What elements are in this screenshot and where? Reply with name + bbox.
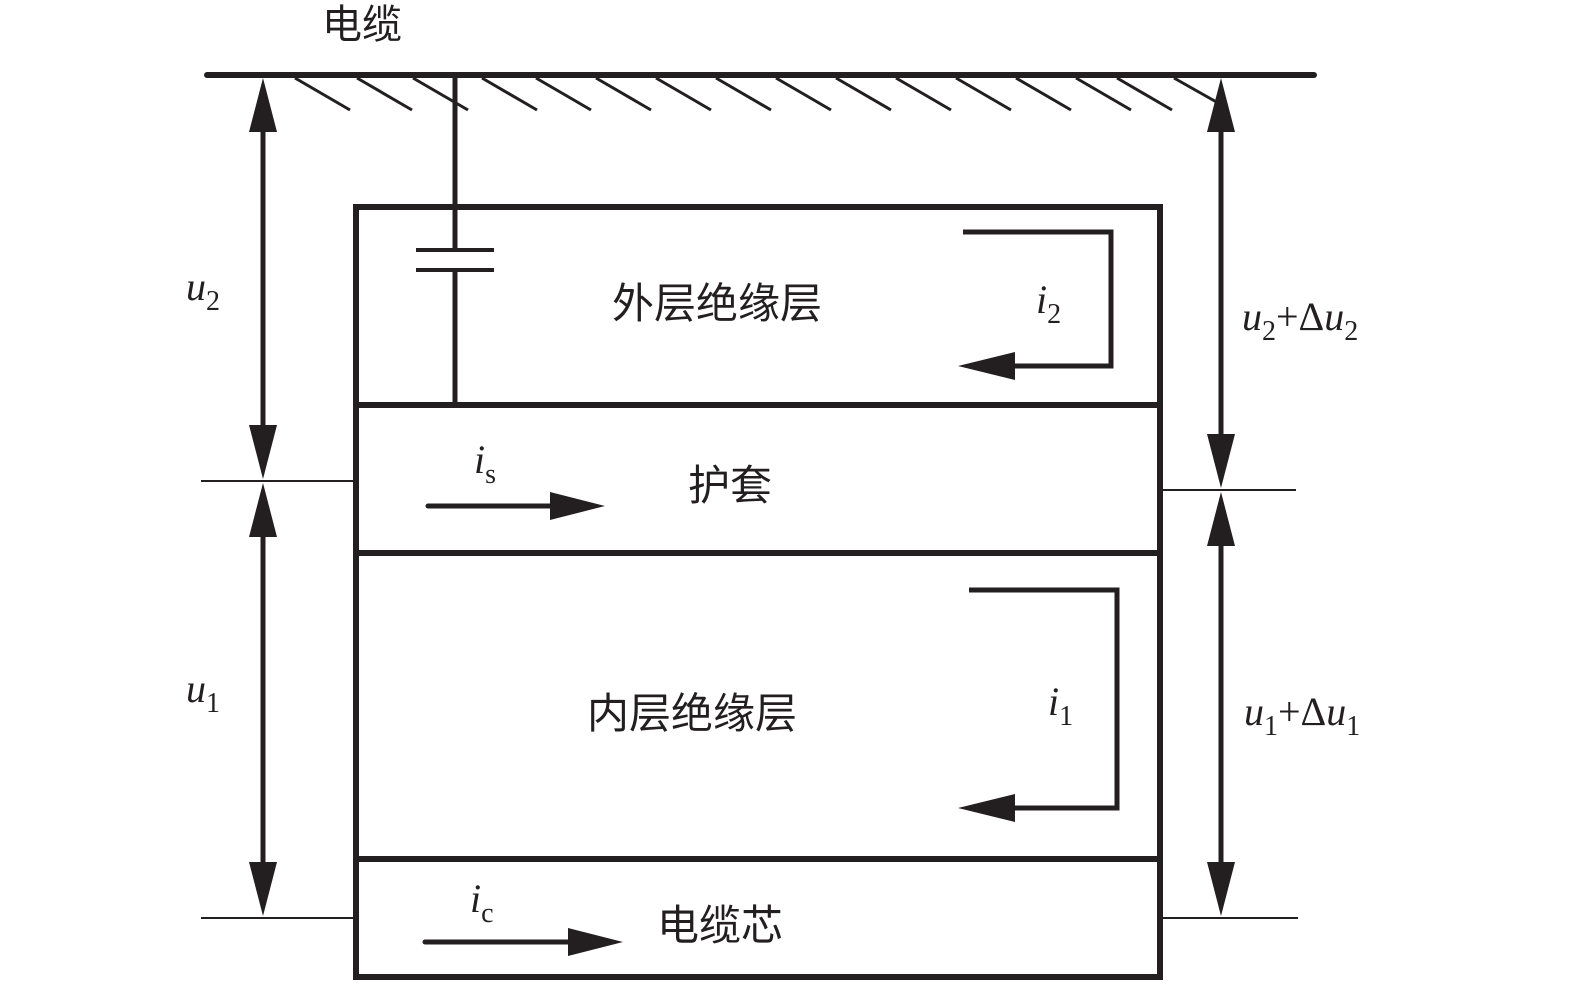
current-i2-label: i2 xyxy=(1036,277,1061,330)
ground-label: 电缆 xyxy=(322,2,402,48)
voltage-u2-dimension xyxy=(249,78,277,479)
voltage-u1-delta-dimension xyxy=(1207,492,1235,916)
current-i1-arrow xyxy=(958,587,1120,822)
ground-line xyxy=(204,72,1317,112)
current-ic-label: ic xyxy=(470,876,494,929)
layer-boxes xyxy=(353,204,1163,980)
core-label: 电缆芯 xyxy=(657,901,783,950)
voltage-u2-delta-dimension xyxy=(1207,78,1235,488)
ground-hatching xyxy=(294,76,1221,112)
current-is-label: is xyxy=(474,437,496,490)
current-i2-arrow xyxy=(958,229,1114,380)
current-ic-arrow xyxy=(422,928,623,956)
voltage-u1-delta-label: u1+Δu1 xyxy=(1244,689,1360,742)
capacitor xyxy=(416,75,494,403)
inner-insulation-label: 内层绝缘层 xyxy=(587,689,797,738)
sheath-label: 护套 xyxy=(688,461,772,510)
voltage-u2-label: u2 xyxy=(186,264,220,317)
voltage-u1-dimension xyxy=(249,483,277,916)
cable-outline xyxy=(353,204,1163,980)
outer-insulation-label: 外层绝缘层 xyxy=(612,279,822,328)
right-reference-lines xyxy=(1160,489,1298,919)
voltage-u1-label: u1 xyxy=(186,666,220,719)
left-reference-lines xyxy=(201,480,356,919)
current-i1-label: i1 xyxy=(1048,679,1073,732)
voltage-u2-delta-label: u2+Δu2 xyxy=(1242,294,1358,347)
current-is-arrow xyxy=(425,492,605,520)
